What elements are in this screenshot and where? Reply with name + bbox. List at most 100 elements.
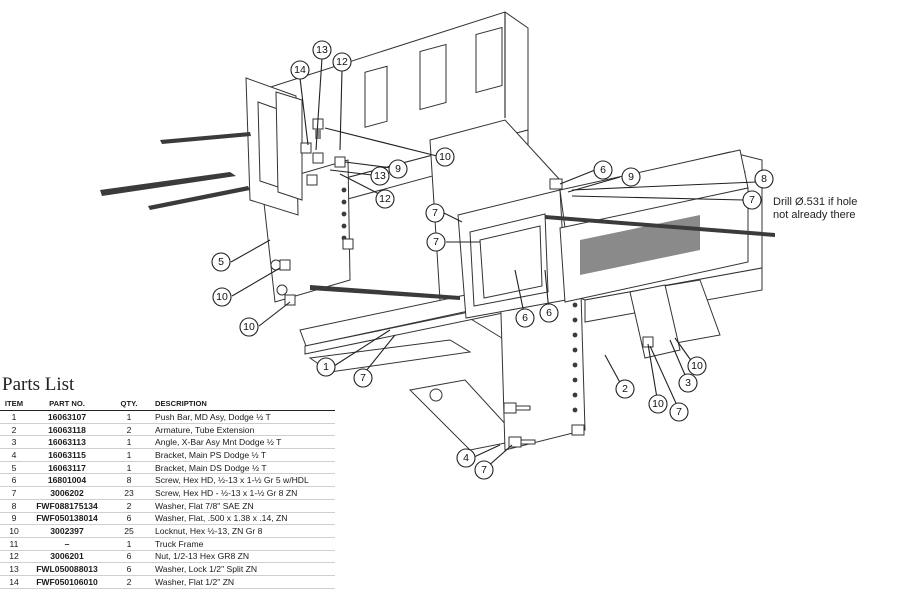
callout-balloon: 10 [239,317,259,337]
cell-description: Push Bar, MD Asy, Dodge ½ T [152,410,335,424]
cell-part-no: FWF050106010 [28,575,106,589]
svg-text:7: 7 [676,406,682,418]
cell-item: 12 [0,550,28,564]
callout-balloon: 12 [332,52,352,72]
cell-qty: 25 [106,524,152,538]
callout-balloon: 7 [669,402,689,422]
svg-text:5: 5 [218,256,224,268]
callout-balloon: 5 [211,252,231,272]
cell-qty: 6 [106,512,152,526]
callout-balloon: 6 [539,303,559,323]
cell-description: Truck Frame [152,537,335,551]
callout-balloon: 10 [648,394,668,414]
svg-text:10: 10 [216,291,228,303]
cell-item: 1 [0,410,28,424]
hex-bolt [334,156,346,168]
hex-bolt [300,142,312,154]
callout-balloon: 6 [515,308,535,328]
cell-item: 7 [0,486,28,500]
hex-bolt [279,259,291,271]
hex-bolt [503,402,531,414]
svg-text:10: 10 [243,321,255,333]
cell-description: Washer, Flat 7/8" SAE ZN [152,499,335,513]
callout-balloon: 7 [426,232,446,252]
cell-qty: 2 [106,575,152,589]
cell-description: Washer, Flat, .500 x 1.38 x .14, ZN [152,512,335,526]
callout-balloon: 7 [425,203,445,223]
cell-part-no: FWF050138014 [28,512,106,526]
callout-balloon: 10 [212,287,232,307]
svg-text:7: 7 [360,372,366,384]
svg-text:1: 1 [323,361,329,373]
callout-balloon: 12 [375,189,395,209]
callout-balloon: 7 [353,368,373,388]
parts-list: Parts List ITEM PART NO. QTY. DESCRIPTIO… [0,374,335,589]
svg-text:8: 8 [761,173,767,185]
callout-balloon: 14 [290,60,310,80]
cell-part-no: 3006201 [28,550,106,564]
callout-balloon: 2 [615,379,635,399]
callout-balloons: 13 12 14 9 13 12 10 6 9 8 7 7 7 5 10 10 … [211,40,774,480]
header-qty: QTY. [106,398,152,411]
cell-qty: 8 [106,473,152,488]
drill-note-line: not already there [773,209,856,221]
leader-lines [230,57,757,469]
svg-text:9: 9 [395,163,401,175]
callout-balloon: 1 [316,357,336,377]
cell-part-no: 3006202 [28,486,106,500]
cell-qty: 1 [106,537,152,551]
svg-text:2: 2 [622,383,628,395]
cell-item: 4 [0,448,28,462]
cell-qty: 1 [106,410,152,424]
hex-bolt [312,152,324,164]
callout-balloon: 13 [370,166,390,186]
cell-item: 5 [0,461,28,475]
svg-text:3: 3 [685,377,691,389]
cell-item: 3 [0,435,28,450]
header-item: ITEM [0,398,28,411]
cell-item: 2 [0,423,28,437]
cell-part-no: FWF088175134 [28,499,106,513]
callout-balloon: 7 [742,190,762,210]
callout-balloon: 4 [456,448,476,468]
cell-qty: 1 [106,461,152,475]
cell-description: Bracket, Main DS Dodge ½ T [152,461,335,475]
drill-note-line: Drill Ø.531 if hole [773,196,858,208]
svg-text:12: 12 [336,56,348,68]
hex-bolt [306,174,318,186]
cell-description: Screw, Hex HD - ½-13 x 1-½ Gr 8 ZN [152,486,335,500]
svg-text:9: 9 [628,171,634,183]
cell-item: 13 [0,562,28,576]
cell-part-no: – [28,537,106,551]
cell-part-no: FWL050088013 [28,562,106,576]
callout-balloon: 6 [593,160,613,180]
svg-text:7: 7 [433,236,439,248]
cell-item: 9 [0,512,28,526]
svg-text:10: 10 [691,360,703,372]
hex-bolt [342,238,354,250]
ds-end-plate [245,77,303,216]
cell-part-no: 16801004 [28,473,106,488]
svg-text:7: 7 [749,194,755,206]
callout-balloon: 9 [388,159,408,179]
cell-description: Armature, Tube Extension [152,423,335,437]
cell-description: Angle, X-Bar Asy Mnt Dodge ½ T [152,435,335,450]
svg-text:14: 14 [294,64,306,76]
drill-note: Drill Ø.531 if hole not already there [773,196,883,222]
callout-balloon: 3 [678,373,698,393]
ps-end-plate [457,189,567,319]
parts-table-header: ITEM PART NO. QTY. DESCRIPTION [0,398,335,411]
cell-item: 10 [0,524,28,538]
callout-balloon: 10 [687,356,707,376]
callout-balloon: 9 [621,167,641,187]
